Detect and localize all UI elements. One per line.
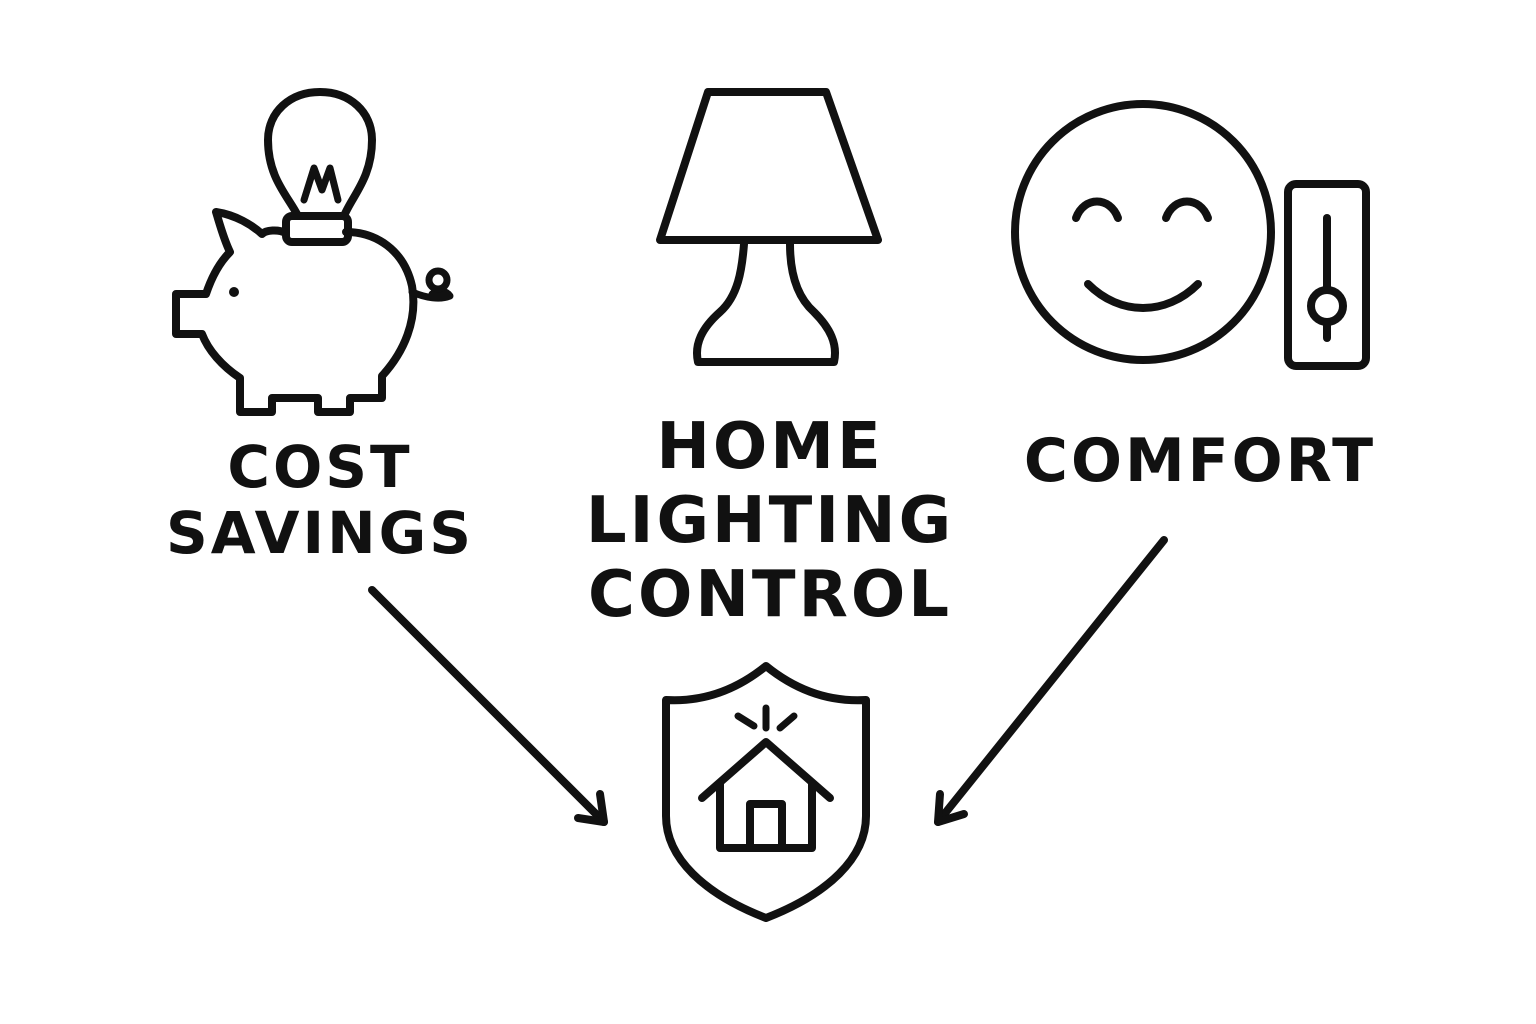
smiley-face-icon xyxy=(1011,100,1275,364)
arrow-cost-to-security xyxy=(368,586,608,826)
table-lamp-icon xyxy=(656,88,882,366)
piggy-bank-icon xyxy=(172,208,454,416)
comfort-label: COMFORT xyxy=(1010,428,1390,494)
piggy-bank-with-light-bulb-icon xyxy=(172,88,454,416)
comfort-label-line-1: COMFORT xyxy=(1023,426,1377,496)
home-lighting-control-label-line-1: HOME xyxy=(656,410,884,484)
cost-savings-label-line-1: COST xyxy=(227,433,413,501)
cost-savings-label-line-2: SAVINGS xyxy=(165,499,475,567)
home-lighting-control-label-line-2: LIGHTING xyxy=(585,484,955,558)
home-lighting-control-label-line-3: CONTROL xyxy=(587,558,953,632)
house-icon xyxy=(698,738,834,852)
light-bulb-icon xyxy=(264,88,376,246)
light-rays-icon xyxy=(734,704,798,732)
smiley-face-with-dimmer-icon xyxy=(1011,100,1370,370)
home-security-shield-icon xyxy=(662,662,870,922)
arrow-comfort-to-security xyxy=(934,536,1168,826)
home-lighting-control-label: HOME LIGHTING CONTROL xyxy=(560,410,980,632)
dimmer-slider-icon xyxy=(1284,180,1370,370)
cost-savings-label: COST SAVINGS xyxy=(160,434,480,566)
